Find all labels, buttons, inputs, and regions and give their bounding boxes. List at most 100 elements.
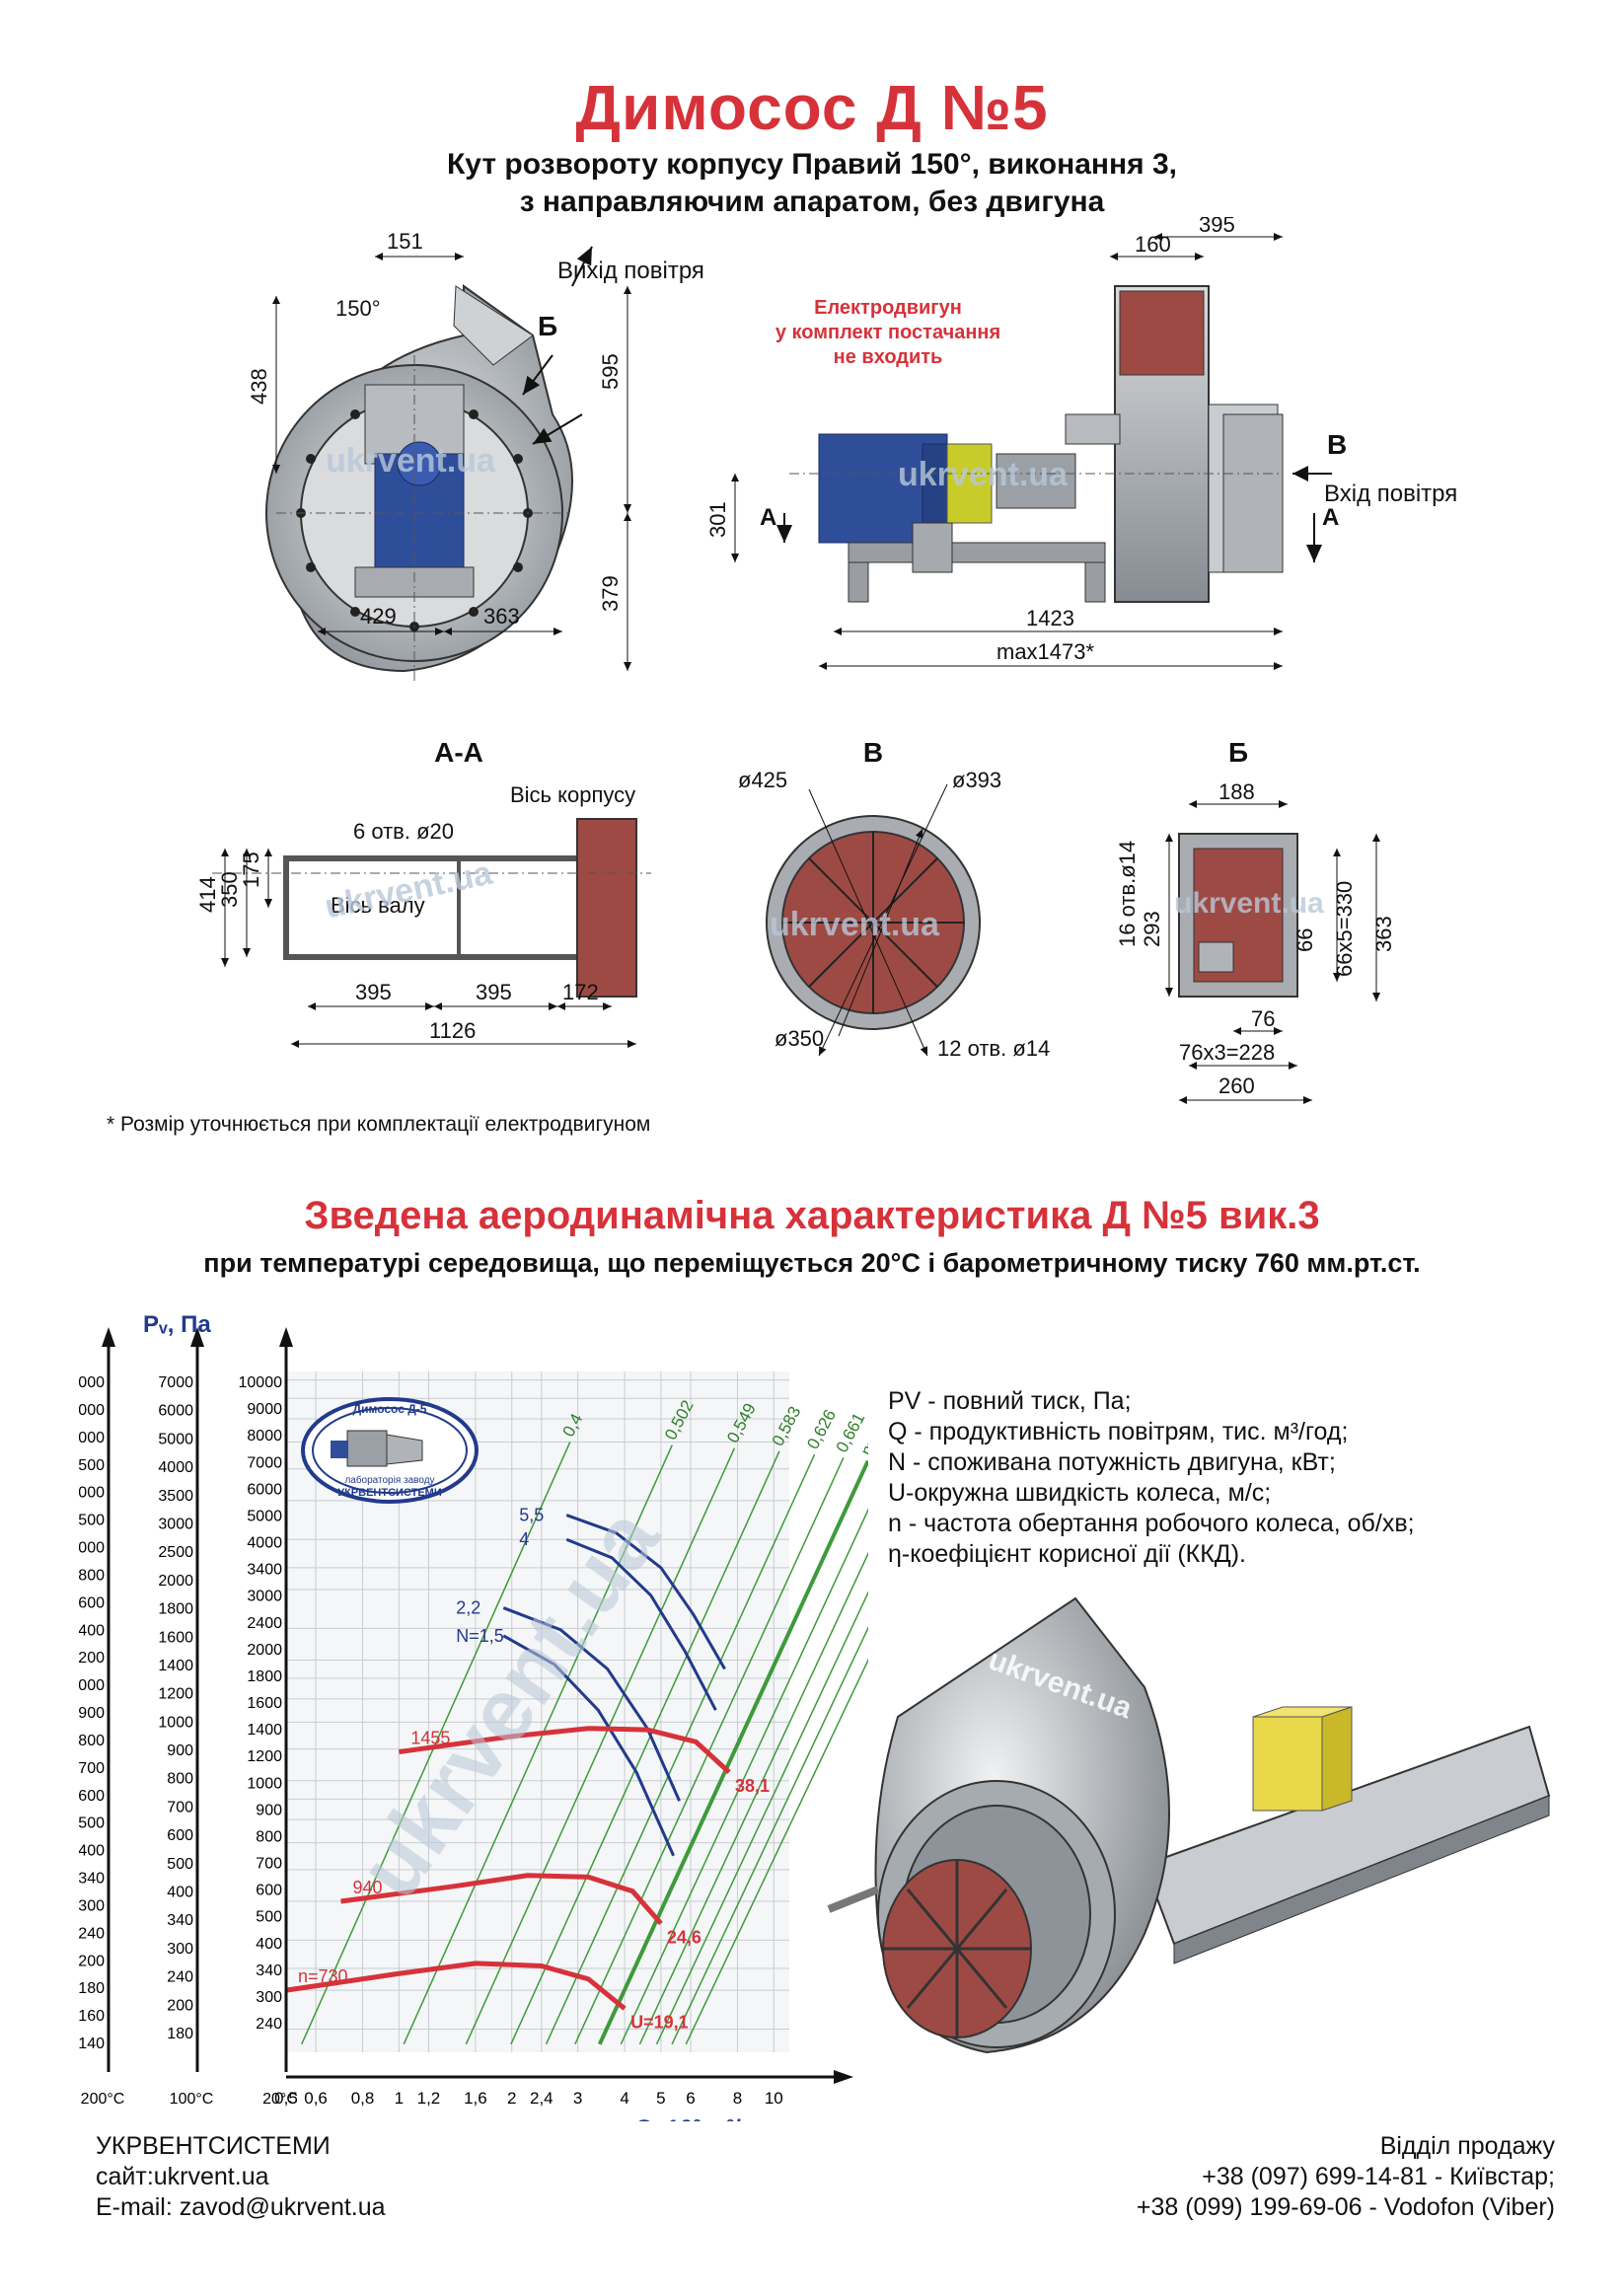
y-tick-2-12: 1600: [247, 1695, 282, 1712]
y-tick-2-24: 240: [256, 2016, 282, 2033]
x-tick-1: 0,6: [304, 2089, 328, 2108]
holes-v: 12 отв. ø14: [937, 1036, 1050, 1061]
speed-u-label-0: U=19,1: [630, 2013, 689, 2033]
y-tick-1-7: 2000: [158, 1573, 193, 1590]
footer-phone1[interactable]: +38 (097) 699-14-81 - Київстар;: [1202, 2163, 1555, 2190]
power-label-1: 2,2: [456, 1598, 480, 1618]
y-tick-2-1: 9000: [247, 1401, 282, 1418]
eff-line-3: [510, 1450, 780, 2045]
y-tick-0-19: 300: [79, 1897, 105, 1914]
y-tick-1-22: 200: [167, 1997, 193, 2014]
holes-aa: 6 отв. ø20: [353, 819, 454, 844]
eff-line-0: [301, 1442, 571, 2045]
y-tick-0-23: 160: [79, 2008, 105, 2025]
section-b-marker: Б: [538, 311, 557, 341]
section-b-title: Б: [1228, 737, 1248, 768]
footer-left: УКРВЕНТСИСТЕМИ сайт:ukrvent.ua E-mail: z…: [96, 2131, 386, 2223]
x-tick-8: 3: [573, 2089, 582, 2108]
y-tick-0-2: 4000: [79, 1430, 105, 1446]
y-tick-2-13: 1400: [247, 1722, 282, 1739]
section-b-drawing: [1165, 800, 1380, 1104]
x-tick-13: 10: [765, 2089, 783, 2108]
y-tick-0-24: 140: [79, 2036, 105, 2052]
dim-438: 438: [247, 368, 271, 405]
dim-379: 379: [598, 575, 623, 612]
y-tick-1-19: 340: [167, 1912, 193, 1929]
fan-side-view: [265, 246, 631, 681]
y-tick-1-18: 400: [167, 1885, 193, 1901]
y-tick-1-16: 600: [167, 1827, 193, 1844]
y-tick-1-0: 7000: [158, 1374, 193, 1391]
section-a-marker-left: А: [760, 504, 776, 531]
dim-66x5: 66х5=330: [1332, 881, 1357, 977]
eff-line-10: [671, 1625, 868, 2045]
y-tick-1-2: 5000: [158, 1431, 193, 1447]
y-tick-0-13: 800: [79, 1733, 105, 1749]
dim-260: 260: [1218, 1074, 1255, 1098]
technical-drawings: 151 Вихід повітря 150° Б 438 595 379 429…: [195, 217, 1457, 1104]
y-tick-0-7: 1800: [79, 1567, 105, 1584]
footer-phone2[interactable]: +38 (099) 199-69-06 - Vodofon (Viber): [1136, 2193, 1555, 2221]
y-tick-2-7: 3400: [247, 1562, 282, 1579]
y-tick-2-0: 10000: [239, 1374, 283, 1391]
y-tick-2-18: 700: [256, 1856, 282, 1873]
footnote: * Розмір уточнюється при комплектації ел…: [107, 1113, 651, 1136]
y-tick-1-11: 1200: [158, 1686, 193, 1703]
y-tick-0-0: 6000: [79, 1374, 105, 1391]
x-tick-9: 4: [620, 2089, 628, 2108]
y-tick-0-12: 900: [79, 1705, 105, 1722]
y-tick-1-3: 4000: [158, 1459, 193, 1476]
y-tick-2-20: 500: [256, 1909, 282, 1926]
y-tick-0-1: 5000: [79, 1402, 105, 1419]
dim-395-top: 395: [1199, 217, 1235, 237]
y-tick-1-8: 1800: [158, 1601, 193, 1618]
speed-label-1: 940: [353, 1878, 383, 1897]
dim-393: ø393: [952, 768, 1001, 792]
dim-363: 363: [483, 604, 520, 629]
motor-note-1: Електродвигун: [814, 297, 962, 319]
speed-label-0: n=730: [298, 1966, 348, 1986]
dim-160: 160: [1135, 232, 1171, 257]
eff-line-8: [638, 1551, 868, 2045]
y-tick-1-10: 1400: [158, 1658, 193, 1674]
y-tick-0-9: 1400: [79, 1622, 105, 1639]
subtitle-line1: Кут розвороту корпусу Правий 150°, викон…: [446, 148, 1177, 181]
body-axis-label: Вісь корпусу: [510, 782, 635, 807]
chart-section-title: Зведена аеродинамічна характеристика Д №…: [304, 1194, 1320, 1237]
y-tick-1-17: 500: [167, 1856, 193, 1873]
y-tick-0-18: 340: [79, 1871, 105, 1888]
y-tick-2-16: 900: [256, 1802, 282, 1818]
axis-temp-2: 20°C: [262, 2091, 298, 2108]
power-curve-3: [565, 1514, 726, 1670]
dim-429: 429: [360, 604, 397, 629]
y-tick-2-2: 8000: [247, 1428, 282, 1444]
legend-u: U-окружна швидкість колеса, м/с;: [888, 1479, 1272, 1507]
eff-line-11: [685, 1658, 868, 2045]
motor-note-2: у комплект постачання: [775, 322, 1000, 343]
dim-151: 151: [387, 229, 423, 254]
footer-site[interactable]: сайт:ukrvent.ua: [96, 2163, 269, 2190]
watermark-5: ukrvent.ua: [1174, 887, 1324, 920]
y-tick-2-3: 7000: [247, 1454, 282, 1471]
power-curve-2: [565, 1537, 717, 1711]
section-aa-drawing: [212, 818, 651, 1048]
y-tick-2-11: 1800: [247, 1668, 282, 1685]
legend: PV - повний тиск, Па; Q - продуктивність…: [888, 1386, 1415, 1570]
y-tick-0-11: 1000: [79, 1677, 105, 1694]
section-v-drawing: [766, 783, 981, 1057]
dim-350-v: ø350: [775, 1026, 824, 1051]
subtitle-line2: з направляючим апаратом, без двигуна: [519, 185, 1105, 218]
x-tick-11: 6: [686, 2089, 695, 2108]
eff-line-6: [597, 1459, 868, 2045]
eff-line-1: [403, 1444, 673, 2045]
dim-293: 293: [1140, 911, 1164, 947]
y-tick-1-23: 180: [167, 2026, 193, 2042]
x-axis-arrow: [834, 2070, 853, 2084]
power-label-0: N=1,5: [456, 1626, 504, 1646]
footer-email[interactable]: E-mail: zavod@ukrvent.ua: [96, 2193, 386, 2221]
y-tick-2-5: 5000: [247, 1508, 282, 1524]
y-tick-0-16: 500: [79, 1815, 105, 1832]
y-tick-1-6: 2500: [158, 1544, 193, 1561]
y-tick-2-14: 1200: [247, 1748, 282, 1765]
company-logo: Димосос Д-5 лабораторія заводу УКРВЕНТСИ…: [301, 1397, 479, 1504]
